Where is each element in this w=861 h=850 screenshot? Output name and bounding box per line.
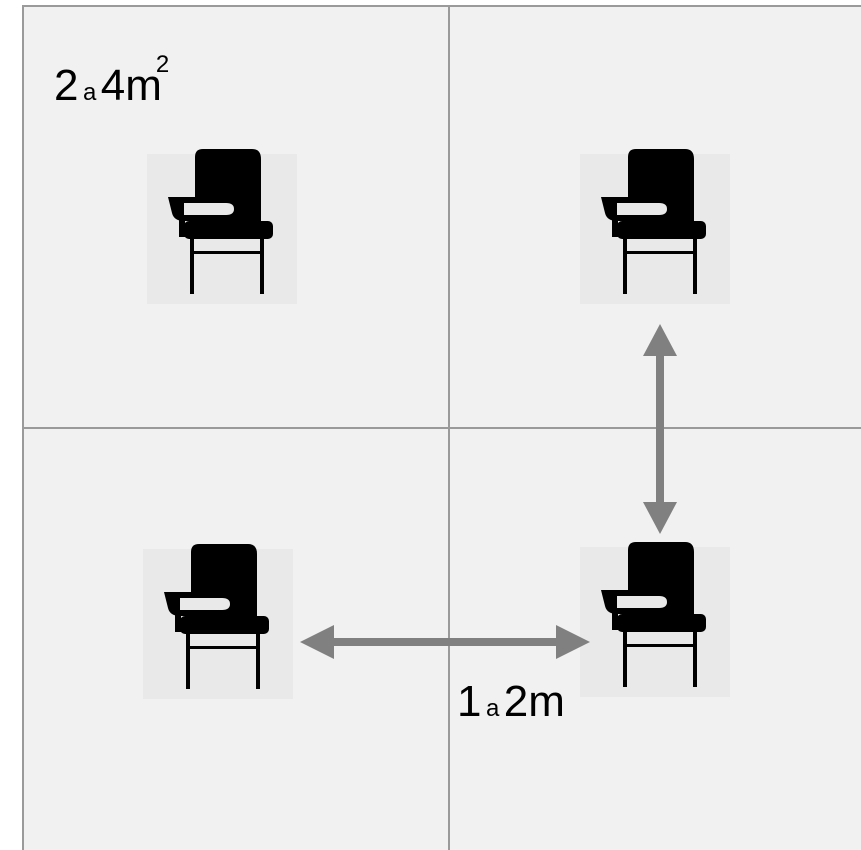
chair-top-left-icon	[147, 149, 297, 304]
distance-label: 1 a 2m	[457, 680, 565, 724]
distance-connector: a	[485, 695, 500, 722]
area-label: 2 a 4m2	[54, 53, 175, 110]
area-from: 2	[54, 61, 79, 110]
chair-top-right-icon	[580, 149, 730, 304]
area-connector: a	[82, 79, 97, 106]
chair-bottom-left-icon	[143, 544, 293, 699]
area-exponent: 2	[155, 51, 170, 78]
chair-bottom-right-icon	[580, 542, 730, 697]
distance-from: 1	[457, 677, 482, 726]
area-to: 4m	[100, 61, 162, 110]
vertical-distance-arrow-icon	[643, 324, 677, 534]
distance-to: 2m	[503, 677, 565, 726]
horizontal-distance-arrow-icon	[300, 625, 590, 659]
